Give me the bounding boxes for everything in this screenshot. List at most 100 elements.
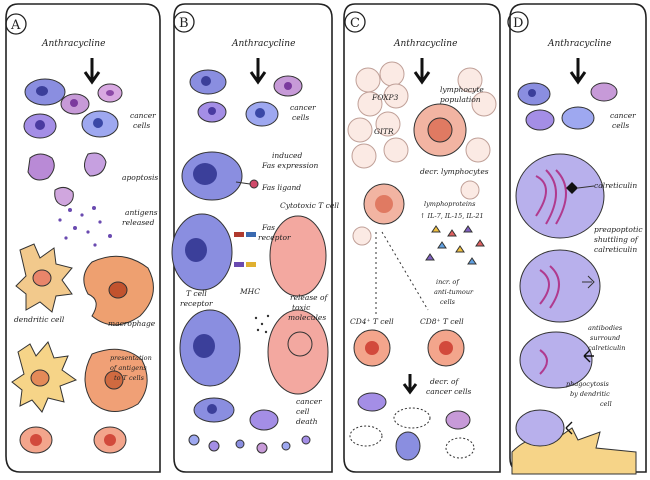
label-presentation-1: presentation: [110, 354, 152, 362]
label-cancer-cells-d-1: cancer: [610, 111, 636, 120]
panel-a: A Anthracycline cancer cells apoptosis a…: [5, 3, 161, 473]
cancer-cells-cluster-b: [189, 69, 303, 127]
label-phagocytosis-2: by dendritic: [570, 390, 610, 398]
label-death-2: cell: [296, 407, 310, 416]
label-incr-anti-3: cells: [440, 298, 456, 306]
panel-d-title: Anthracycline: [547, 39, 611, 49]
releasing-t-cell: [267, 309, 329, 395]
dead-cell-fragments: [188, 397, 311, 454]
panel-b-frame: [173, 3, 333, 473]
antigen-particles: [58, 206, 112, 247]
panel-d: D Anthracycline cancer cells calreticuli…: [507, 3, 647, 475]
label-cancer-cells-b-2: cells: [292, 113, 309, 122]
panel-c-letter: C: [350, 16, 360, 31]
label-mhc: MHC: [239, 287, 260, 296]
label-antigens-2: released: [122, 218, 155, 227]
label-incr-anti-1: incr. of: [436, 278, 460, 286]
er-cancer-cell: [515, 153, 605, 239]
preapoptotic-cell: [519, 249, 601, 323]
faded-lymphocytes: [352, 180, 480, 246]
label-gitr: GITR: [374, 127, 394, 136]
label-cancer-cells-a-1: cancer: [130, 111, 156, 120]
endoplasmic-reticulum: [535, 169, 567, 225]
t-cells-row: [19, 426, 127, 454]
label-macrophage: macrophage: [108, 319, 156, 328]
cancer-cells-cluster: [23, 78, 123, 139]
panel-a-letter: A: [10, 18, 21, 33]
label-release-2: toxic: [292, 303, 311, 312]
down-arrow-icon-c: [413, 58, 431, 85]
calreticulin-marker-icon: [566, 182, 578, 194]
label-apoptosis: apoptosis: [122, 173, 158, 182]
panel-a-frame: [5, 3, 161, 473]
label-release-3: molecules: [288, 313, 326, 322]
label-tcell-receptor-2: receptor: [180, 299, 213, 308]
label-cd4: CD4⁺ T cell: [350, 317, 394, 326]
label-phagocytosis-3: cell: [600, 400, 612, 408]
engulfed-cell: [515, 409, 565, 447]
label-il: ↑ IL-7, IL-15, IL-21: [420, 212, 484, 220]
label-dendritic-cell: dendritic cell: [14, 315, 65, 324]
label-release-1: release of: [290, 293, 329, 302]
panel-d-letter-circle: [507, 11, 529, 33]
label-lymphoprotein: lymphoproteins: [424, 200, 476, 208]
down-arrow-icon-b: [249, 58, 267, 85]
label-cancer-cells-a-2: cells: [133, 121, 150, 130]
label-death-3: death: [296, 417, 318, 426]
label-decr-lymph: decr. lymphocytes: [420, 167, 489, 176]
label-decr-cancer-2: cancer cells: [426, 387, 472, 396]
label-induced-2: Fas expression: [261, 161, 319, 170]
label-calreticulin: calreticulin: [594, 181, 637, 190]
panel-a-letter-circle: [5, 13, 27, 35]
label-fas-receptor-2: receptor: [258, 233, 291, 242]
panel-b: B Anthracycline cancer cells induced Fas…: [171, 3, 340, 473]
label-death-1: cancer: [296, 397, 322, 406]
panel-a-title: Anthracycline: [41, 39, 105, 49]
antibody-bound-cell: [519, 331, 593, 389]
panel-b-letter-circle: [173, 11, 195, 33]
label-preapoptotic-3: calreticulin: [594, 245, 637, 254]
antibody-icon: [583, 349, 594, 363]
remaining-cancer-cells: [349, 392, 475, 461]
label-preapoptotic-2: shuttling of: [594, 235, 639, 244]
label-antigens-1: antigens: [125, 208, 158, 217]
label-phagocytosis-1: phagocytosis: [566, 380, 610, 388]
label-antibodies-3: calreticulin: [588, 344, 625, 352]
label-lymph-pop-2: population: [440, 95, 481, 104]
lymphocyte-population: [347, 61, 497, 169]
label-cancer-cells-d-2: cells: [612, 121, 629, 130]
fas-ligand-icon: [249, 179, 259, 189]
label-cancer-cells-b-1: cancer: [290, 103, 316, 112]
dotted-arrows: [375, 231, 429, 316]
panel-b-title: Anthracycline: [231, 39, 295, 49]
label-foxp3: FOXP3: [371, 93, 399, 102]
label-presentation-3: to T cells: [114, 374, 145, 382]
panel-d-letter: D: [513, 16, 523, 31]
cancer-cells-cluster-d: [517, 82, 618, 131]
shuttle-arrow-icon: [582, 275, 595, 289]
label-decr-cancer-1: decr. of: [430, 377, 459, 386]
label-antibodies-1: antibodies: [588, 324, 623, 332]
label-preapoptotic-1: preapoptotic: [594, 225, 643, 234]
label-presentation-2: of antigens: [110, 364, 147, 372]
label-fas-ligand: Fas ligand: [261, 183, 301, 192]
panel-c-letter-circle: [344, 11, 366, 33]
cytotoxic-t-cell: [269, 215, 327, 297]
panel-b-letter: B: [179, 16, 189, 31]
panel-c-frame: [343, 3, 501, 473]
label-incr-anti-2: anti-tumour: [434, 288, 474, 296]
toxic-molecules: [254, 314, 270, 334]
panel-c: C Anthracycline FOXP3 GITR lymphocyte po…: [343, 3, 501, 473]
receptor-pairs: [234, 232, 256, 267]
panel-c-title: Anthracycline: [393, 39, 457, 49]
label-lymph-pop-1: lymphocyte: [440, 85, 484, 94]
down-arrow-icon-c2: [402, 374, 418, 395]
down-arrow-icon-d: [569, 58, 587, 85]
cytokine-triangles: [425, 225, 485, 265]
label-cd8: CD8⁺ T cell: [420, 317, 464, 326]
apoptotic-cells: [27, 152, 107, 207]
down-arrow-icon: [83, 58, 101, 85]
label-cytotoxic: Cytotoxic T cell: [280, 201, 340, 210]
